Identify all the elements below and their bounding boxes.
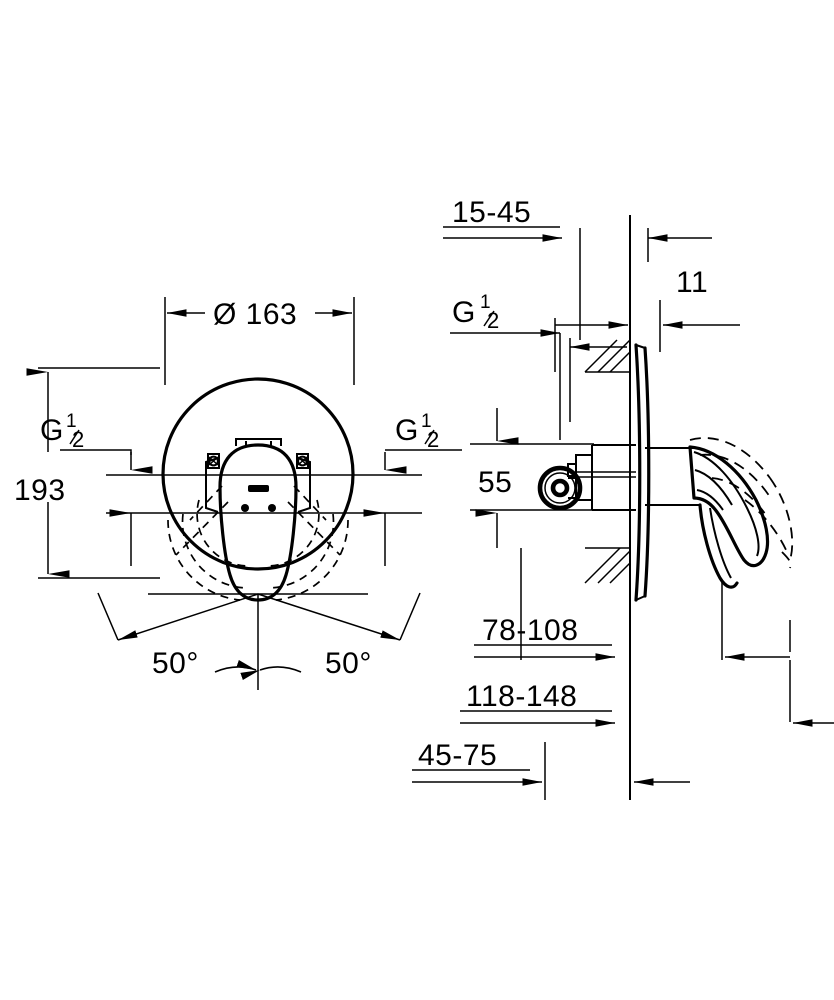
g-half-right-denominator: 2	[427, 427, 439, 452]
g-half-right-leader: G 1 2	[384, 411, 462, 474]
front-view-group: Ø 163 193 G 1 2 G 1 2	[14, 297, 462, 690]
inlet-centrelines	[106, 474, 422, 514]
angle-dimension-group: 50° 50°	[97, 592, 421, 690]
g-half-right-letter: G	[395, 414, 418, 447]
range-118-148-dimension: 118-148	[460, 680, 615, 727]
wall-to-plate-dimension	[647, 228, 712, 262]
lever-handle-front	[205, 438, 311, 602]
height-193-label: 193	[14, 474, 66, 507]
range-78-108-label: 78-108	[482, 614, 578, 647]
side-view-group: 15-45 11 G 1 2	[412, 196, 834, 800]
range-118-148-label: 118-148	[466, 680, 577, 713]
valve-body	[537, 444, 636, 511]
g-half-side-denominator: 2	[487, 308, 499, 333]
g-half-left-letter: G	[40, 414, 63, 447]
angle-left-label: 50°	[152, 647, 199, 680]
diameter-dimension: Ø 163	[164, 297, 355, 385]
lever-projection-dimensions	[721, 580, 834, 727]
g-half-left-leader: G 1 2	[40, 411, 153, 474]
height-193-dimension: 193	[14, 367, 160, 579]
g-half-side-numerator: 1	[480, 292, 491, 313]
height-55-dimension: 55	[470, 408, 594, 548]
thickness-11-label: 11	[676, 266, 708, 299]
range-78-108-dimension: 78-108	[474, 548, 615, 661]
dia-163-label: Ø 163	[213, 298, 297, 331]
range-45-75-label: 45-75	[418, 739, 497, 772]
g-half-side-leader: G 1 2	[450, 292, 627, 440]
lever-handle-side	[645, 437, 794, 589]
wall-section	[584, 215, 631, 800]
g-half-right-numerator: 1	[421, 411, 432, 432]
escutcheon-plate	[634, 343, 651, 602]
handle-swing-arcs	[167, 485, 349, 601]
g-half-side-letter: G	[452, 296, 475, 329]
depth-15-45-label: 15-45	[452, 196, 531, 229]
rosette-circle	[161, 377, 355, 571]
height-55-label: 55	[478, 466, 512, 499]
stop-valve-circle	[537, 465, 583, 511]
g-half-left-numerator: 1	[66, 411, 77, 432]
thickness-11-dimension: 11	[554, 266, 740, 372]
angle-right-label: 50°	[325, 647, 372, 680]
inlet-connector-left	[207, 453, 220, 469]
inlet-connector-right	[296, 453, 309, 469]
depth-15-45-dimension: 15-45	[443, 196, 581, 340]
g-half-left-denominator: 2	[72, 427, 84, 452]
range-45-75-dimension: 45-75	[412, 739, 690, 800]
